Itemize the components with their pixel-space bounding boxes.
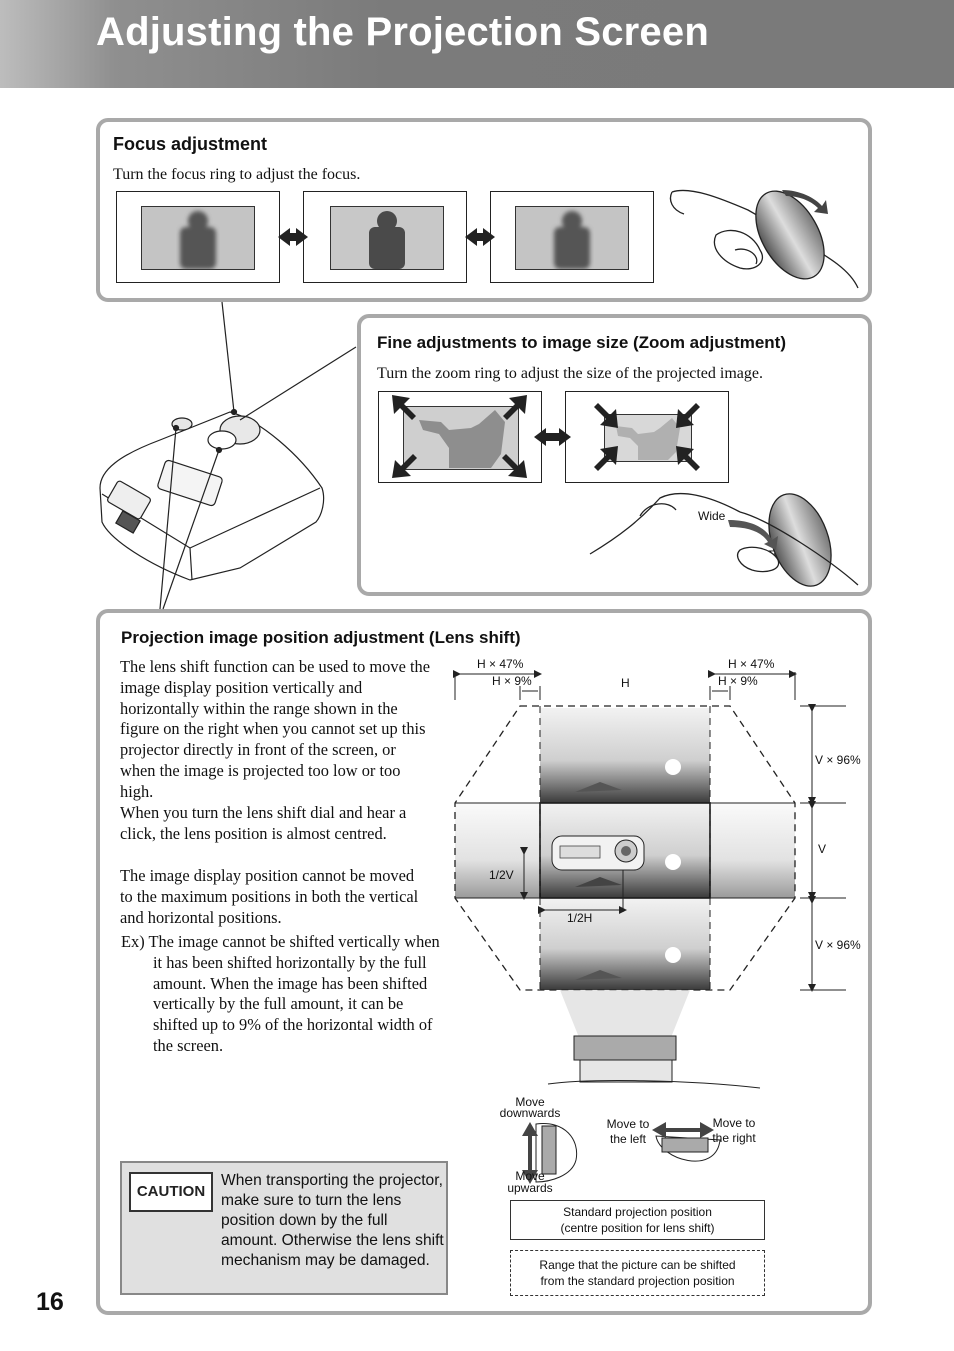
page-header: Adjusting the Projection Screen — [0, 0, 954, 88]
person-silhouette-blurry-2 — [554, 211, 590, 269]
label-move-left: Move to the left — [606, 1117, 650, 1146]
label-h9-left: H × 9% — [492, 674, 532, 688]
lens-shift-paragraph-1: The lens shift function can be used to m… — [120, 657, 430, 801]
zoom-frame-tele — [565, 391, 729, 483]
label-v96-top: V × 96% — [815, 753, 861, 767]
trumpet-image-large — [419, 410, 505, 468]
focus-frame-blurry — [116, 191, 280, 283]
lens-shift-paragraph-3: The image display position cannot be mov… — [120, 866, 419, 927]
page-title: Adjusting the Projection Screen — [96, 10, 709, 54]
focus-instruction: Turn the focus ring to adjust the focus. — [113, 166, 361, 183]
label-h47-right: H × 47% — [728, 657, 775, 671]
label-half-v: 1/2V — [489, 868, 514, 882]
focus-frame-sharp — [303, 191, 467, 283]
page-number: 16 — [36, 1288, 64, 1316]
label-h9-right: H × 9% — [718, 674, 758, 688]
projector-illustration — [99, 411, 325, 581]
focus-frame-blurry-2 — [490, 191, 654, 283]
wide-label: Wide — [698, 509, 726, 523]
lens-shift-paragraph-2: When you turn the lens shift dial and he… — [120, 803, 407, 843]
focus-title: Focus adjustment — [113, 134, 268, 154]
label-move-up: Move upwards — [507, 1169, 553, 1195]
label-h: H — [621, 676, 630, 690]
label-move-right: Move to the right — [712, 1116, 756, 1145]
caution-box: CAUTION When transporting the projector,… — [120, 1161, 448, 1295]
person-silhouette-blurry — [180, 211, 216, 269]
trumpet-image-small — [616, 418, 680, 460]
label-half-h: 1/2H — [567, 911, 593, 925]
label-v96-bottom: V × 96% — [815, 938, 861, 952]
caution-label: CAUTION — [129, 1172, 213, 1212]
label-move-down: Move downwards — [499, 1095, 561, 1120]
lens-shift-example: Ex) The image cannot be shifted vertical… — [121, 932, 440, 1055]
lens-shift-title: Projection image position adjustment (Le… — [121, 628, 521, 647]
caution-text: When transporting the projector, make su… — [221, 1172, 444, 1269]
zoom-frame-wide — [378, 391, 542, 483]
label-h47-left: H × 47% — [477, 657, 524, 671]
person-silhouette-sharp — [369, 211, 405, 269]
legend-shift-range: Range that the picture can be shifted fr… — [510, 1250, 765, 1296]
zoom-instruction: Turn the zoom ring to adjust the size of… — [377, 365, 763, 382]
legend-standard-position: Standard projection position (centre pos… — [510, 1200, 765, 1240]
tele-label: Tele — [767, 548, 790, 562]
callout-lines — [159, 301, 357, 610]
zoom-title: Fine adjustments to image size (Zoom adj… — [377, 333, 786, 352]
label-v: V — [818, 842, 827, 856]
